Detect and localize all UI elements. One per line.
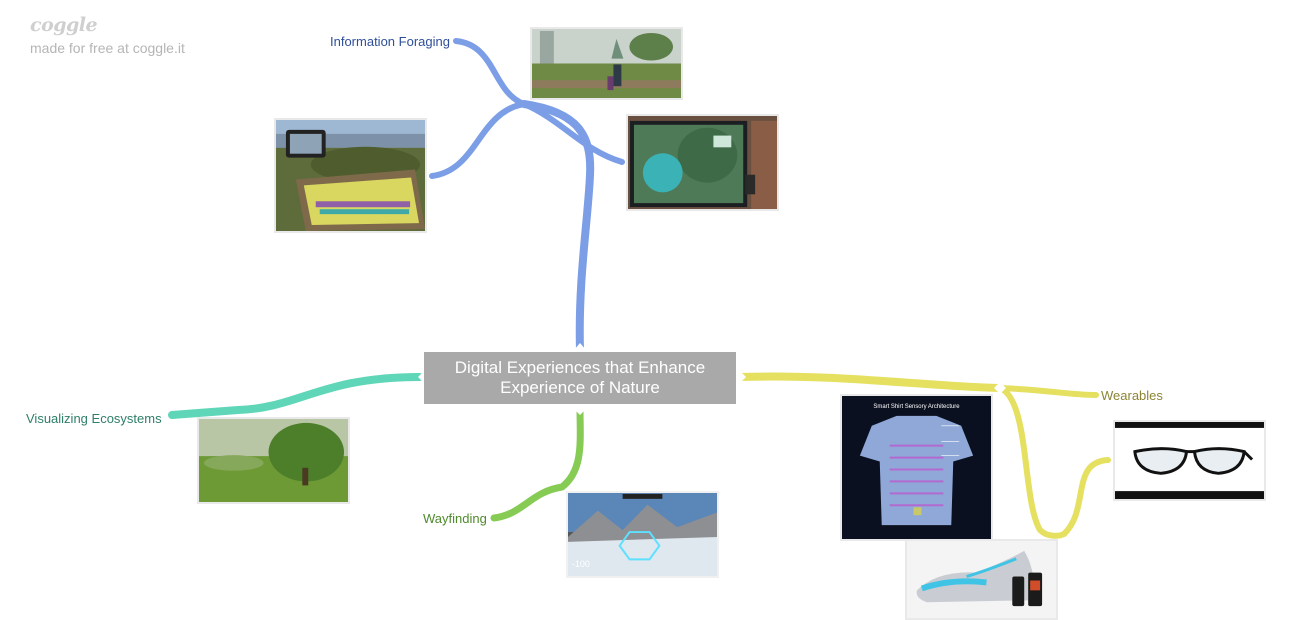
shirt-diagram-title: Smart Shirt Sensory Architecture — [873, 404, 960, 410]
tree-meadow-photo[interactable] — [197, 417, 350, 504]
tablet-ar-photo[interactable] — [626, 114, 779, 211]
central-topic-node[interactable]: Digital Experiences that Enhance Experie… — [424, 352, 736, 404]
branch-label-wearables[interactable]: Wearables — [1101, 388, 1163, 403]
coggle-tagline: made for free at coggle.it — [30, 40, 185, 56]
phone-viewfinder-photo[interactable] — [274, 118, 427, 233]
branch-label-visualizing-ecosystems[interactable]: Visualizing Ecosystems — [26, 411, 162, 426]
smart-glasses-photo[interactable] — [1113, 420, 1266, 501]
ski-hud-photo[interactable]: -100 — [566, 491, 719, 578]
smart-shirt-photo[interactable]: Smart Shirt Sensory Architecture — [840, 394, 993, 541]
smart-shoe-photo[interactable] — [905, 539, 1058, 620]
coggle-brand[interactable]: coggle made for free at coggle.it — [30, 14, 185, 56]
branch-label-wayfinding[interactable]: Wayfinding — [423, 511, 487, 526]
hud-readout: -100 — [572, 559, 590, 569]
branch-label-information-foraging[interactable]: Information Foraging — [330, 34, 450, 49]
park-boardwalk-photo[interactable] — [530, 27, 683, 100]
coggle-logo: coggle — [30, 14, 98, 36]
